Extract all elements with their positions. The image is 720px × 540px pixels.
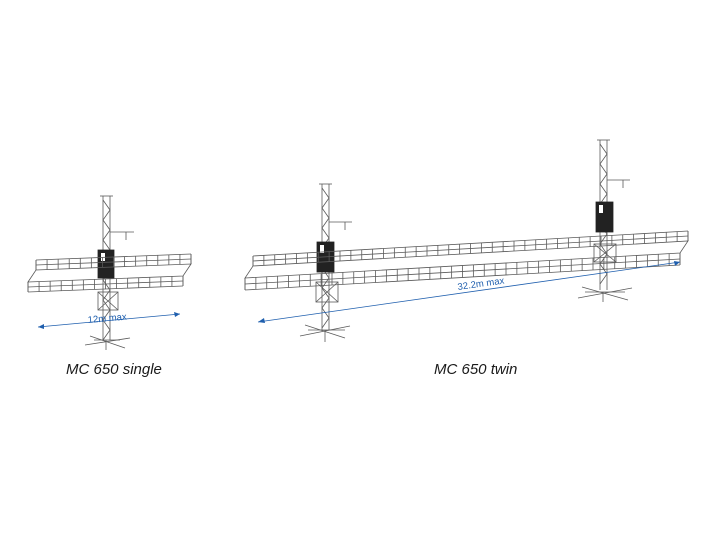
single-dimension: 12m max xyxy=(37,312,181,329)
single-base xyxy=(84,291,131,350)
single-dimension-label: 12m max xyxy=(87,312,127,326)
twin-left-base xyxy=(299,281,351,342)
single-motor-unit xyxy=(97,249,115,279)
single-railing-posts xyxy=(27,254,192,292)
twin-right-base xyxy=(577,243,633,302)
twin-dimension: 32.2m max xyxy=(257,261,681,323)
mc650-single-drawing xyxy=(27,195,192,350)
caption-mc650-twin: MC 650 twin xyxy=(434,361,518,378)
twin-railing-posts xyxy=(244,231,689,290)
twin-right-motor-unit xyxy=(595,201,614,233)
caption-mc650-single: MC 650 single xyxy=(66,361,162,378)
mc650-twin-drawing xyxy=(244,139,689,342)
